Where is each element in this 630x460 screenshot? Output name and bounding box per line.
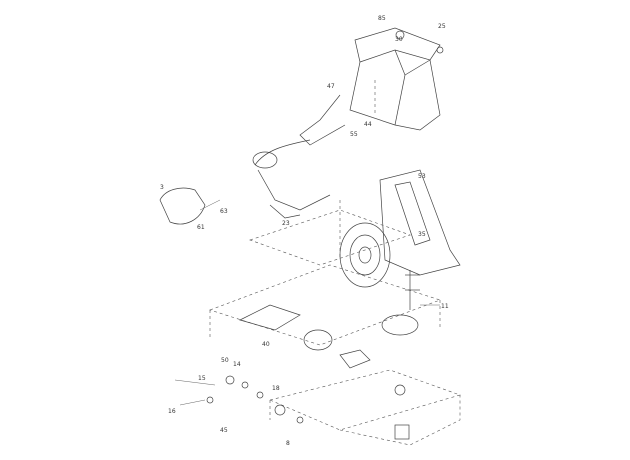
base-housing [209, 209, 441, 351]
callout-45: 45 [220, 427, 228, 434]
callout-8: 8 [286, 440, 290, 447]
callout-18: 18 [272, 385, 280, 392]
callout-44: 44 [364, 121, 372, 128]
callout-23: 23 [282, 220, 290, 227]
callout-50: 50 [221, 357, 229, 364]
callouts: 85 30 25 47 44 55 3 63 61 23 53 35 40 11… [160, 15, 449, 447]
callout-16: 16 [168, 408, 176, 415]
callout-11: 11 [441, 303, 449, 310]
callout-85: 85 [378, 15, 386, 22]
callout-3: 3 [160, 184, 164, 191]
callout-25: 25 [438, 23, 446, 30]
connector-rod [405, 270, 440, 310]
callout-53: 53 [418, 173, 426, 180]
callout-55: 55 [350, 131, 358, 138]
callout-15: 15 [198, 375, 206, 382]
callout-63: 63 [220, 208, 228, 215]
callout-40: 40 [262, 341, 270, 348]
base-plate [269, 369, 461, 446]
left-bracket [159, 187, 221, 225]
callout-47: 47 [327, 83, 335, 90]
fastener-cluster [174, 349, 371, 424]
side-panel [339, 169, 461, 276]
hub-assembly [339, 222, 391, 288]
callout-35: 35 [418, 231, 426, 238]
head-assembly [299, 27, 444, 146]
arm-assembly [252, 139, 331, 219]
callout-61: 61 [197, 224, 205, 231]
callout-14: 14 [233, 361, 241, 368]
callout-30: 30 [395, 36, 403, 43]
